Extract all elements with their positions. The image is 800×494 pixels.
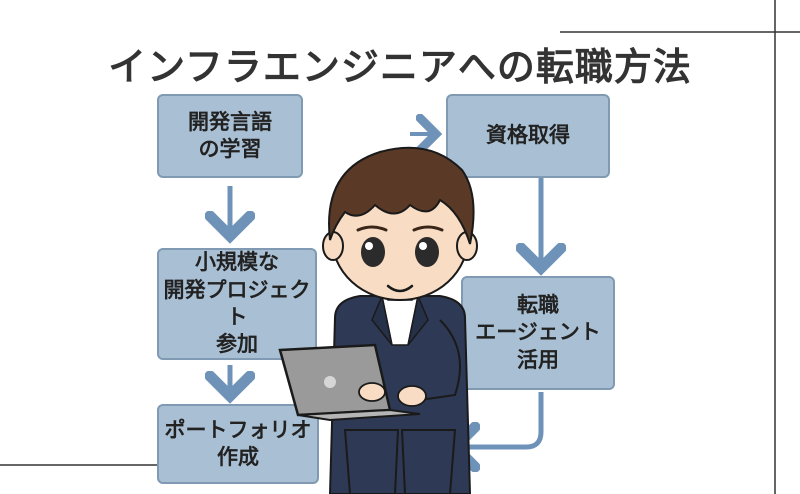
step-label-lang: 開発言語 の学習 (188, 109, 272, 161)
arrow-agent-to-portfolio (455, 392, 544, 447)
step-box-agent: 転職 エージェント 活用 (461, 276, 615, 390)
step-box-lang: 開発言語 の学習 (157, 94, 303, 178)
lapel-right (407, 293, 429, 346)
eye-right (415, 237, 439, 267)
step-label-small-project: 小規模な 開発プロジェクト 参加 (163, 250, 311, 357)
page-title: インフラエンジニアへの転職方法 (108, 45, 692, 89)
step-box-portfolio: ポートフォリオ 作成 (157, 404, 319, 484)
step-label-portfolio: ポートフォリオ 作成 (164, 417, 312, 469)
step-box-small-project: 小規模な 開発プロジェクト 参加 (157, 248, 317, 360)
laptop-base (297, 408, 421, 422)
eye-left (361, 237, 385, 267)
step-label-agent: 転職 エージェント 活用 (475, 293, 601, 372)
step-box-cert: 資格取得 (446, 94, 610, 178)
hair (328, 146, 475, 245)
step-label-cert: 資格取得 (486, 123, 570, 148)
lapel-left (371, 293, 393, 346)
mouth (386, 284, 414, 293)
